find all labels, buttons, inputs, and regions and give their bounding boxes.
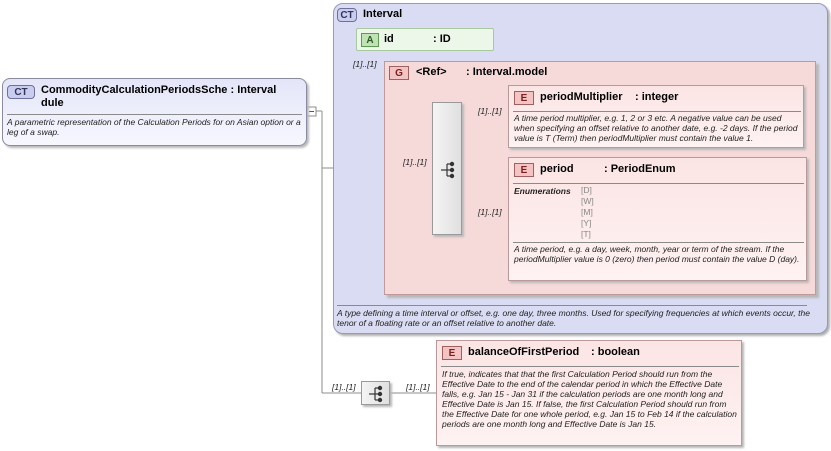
group-cardinality: [1]..[1] xyxy=(353,59,377,69)
inner-sequence-cardinality: [1]..[1] xyxy=(403,157,427,167)
attribute-id-type: : ID xyxy=(433,33,451,45)
inner-sequence-compositor[interactable] xyxy=(432,102,462,235)
group-badge-icon: G xyxy=(389,66,409,80)
enum-value: [Y] xyxy=(581,218,592,228)
sequence-icon xyxy=(441,161,455,179)
element-badge-icon: E xyxy=(514,91,534,105)
element-period-node[interactable]: E period : PeriodEnum Enumerations [D] [… xyxy=(508,157,807,281)
interval-type-name: Interval xyxy=(363,8,403,20)
enum-value: [T] xyxy=(581,229,591,239)
enum-value: [M] xyxy=(581,207,593,217)
outer-sequence-cardinality-out: [1]..[1] xyxy=(406,382,430,392)
period-cardinality: [1]..[1] xyxy=(478,207,502,217)
group-ref-type: : Interval.model xyxy=(466,66,548,78)
balance-description: If true, indicates that that the first C… xyxy=(442,369,737,429)
attribute-id-name: id xyxy=(384,33,394,45)
root-type-name-wrap: dule xyxy=(41,97,64,109)
period-multiplier-type: : integer xyxy=(635,91,679,103)
outer-sequence-compositor[interactable] xyxy=(361,381,390,405)
period-multiplier-name: periodMultiplier xyxy=(540,91,623,103)
attribute-badge-icon: A xyxy=(361,33,379,47)
period-type: : PeriodEnum xyxy=(604,163,676,175)
outer-sequence-cardinality-in: [1]..[1] xyxy=(332,382,356,392)
complex-type-badge-icon: CT xyxy=(337,8,357,22)
enumerations-label: Enumerations xyxy=(514,186,571,196)
sequence-icon xyxy=(369,385,383,403)
balance-type: : boolean xyxy=(591,346,640,358)
attribute-id-node[interactable]: A id : ID xyxy=(356,28,494,51)
period-multiplier-description: A time period multiplier, e.g. 1, 2 or 3… xyxy=(514,113,798,143)
enum-value: [W] xyxy=(581,196,594,206)
element-badge-icon: E xyxy=(514,163,534,177)
root-type-name: CommodityCalculationPeriodsSche : Interv… xyxy=(41,84,277,96)
period-name: period xyxy=(540,163,574,175)
period-multiplier-cardinality: [1]..[1] xyxy=(478,106,502,116)
interval-description: A type defining a time interval or offse… xyxy=(337,308,810,328)
element-period-multiplier-node[interactable]: E periodMultiplier : integer A time peri… xyxy=(508,85,804,148)
element-balance-of-first-period-node[interactable]: E balanceOfFirstPeriod : boolean If true… xyxy=(436,340,742,446)
root-complex-type-node[interactable]: CT CommodityCalculationPeriodsSche : Int… xyxy=(2,78,307,146)
root-description: A parametric representation of the Calcu… xyxy=(7,117,301,137)
element-badge-icon: E xyxy=(442,346,462,360)
group-ref-name: <Ref> xyxy=(416,66,447,78)
balance-name: balanceOfFirstPeriod xyxy=(468,346,580,358)
period-description: A time period, e.g. a day, week, month, … xyxy=(514,244,800,264)
enum-value: [D] xyxy=(581,185,592,195)
complex-type-badge-icon: CT xyxy=(7,85,35,99)
